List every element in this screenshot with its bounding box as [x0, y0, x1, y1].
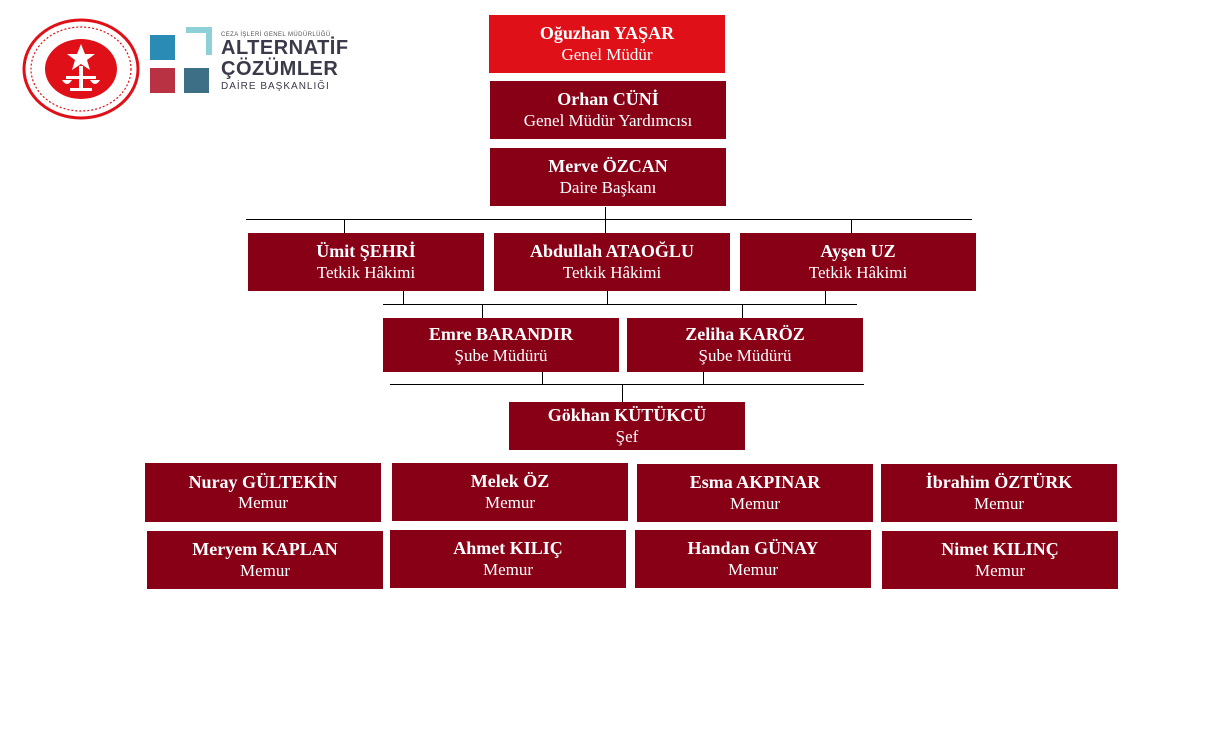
org-box-staff: İbrahim ÖZTÜRK Memur	[881, 464, 1117, 522]
connector-line	[542, 372, 543, 385]
org-box-staff: Nimet KILINÇ Memur	[882, 531, 1118, 589]
org-box-manager: Zeliha KARÖZ Şube Müdürü	[627, 318, 863, 372]
person-name: Oğuzhan YAŞAR	[539, 23, 675, 43]
brand-line3: DAİRE BAŞKANLIĞI	[221, 81, 330, 92]
person-name: Ümit ŞEHRİ	[316, 241, 416, 261]
person-title: Tetkik Hâkimi	[316, 262, 416, 282]
person-name: İbrahim ÖZTÜRK	[925, 472, 1073, 492]
org-box-judge: Ayşen UZ Tetkik Hâkimi	[740, 233, 976, 291]
connector-line	[605, 207, 606, 234]
connector-line	[825, 291, 826, 305]
connector-line	[383, 304, 857, 305]
person-title: Şube Müdürü	[698, 345, 792, 365]
person-title: Memur	[237, 493, 289, 513]
person-title: Memur	[239, 560, 291, 580]
person-title: Daire Başkanı	[559, 177, 657, 197]
org-box-staff: Handan GÜNAY Memur	[635, 530, 871, 588]
connector-line	[851, 219, 852, 233]
org-box-staff: Melek ÖZ Memur	[392, 463, 628, 521]
connector-line	[344, 219, 345, 233]
person-name: Nuray GÜLTEKİN	[188, 471, 338, 492]
connector-line	[482, 304, 483, 318]
person-title: Memur	[974, 560, 1026, 580]
brand-line2: ÇÖZÜMLER	[221, 58, 339, 80]
org-box-staff: Nuray GÜLTEKİN Memur	[145, 463, 381, 522]
person-name: Emre BARANDIR	[428, 324, 574, 344]
connector-line	[622, 384, 623, 402]
connector-line	[742, 304, 743, 318]
person-title: Şube Müdürü	[454, 345, 548, 365]
person-name: Orhan CÜNİ	[557, 89, 659, 109]
org-box-staff: Ahmet KILIÇ Memur	[390, 530, 626, 588]
person-title: Genel Müdür	[561, 44, 653, 64]
connector-line	[703, 372, 704, 385]
person-name: Melek ÖZ	[470, 471, 550, 491]
org-box-staff: Esma AKPINAR Memur	[637, 464, 873, 522]
person-name: Abdullah ATAOĞLU	[530, 241, 694, 261]
org-box-chief: Gökhan KÜTÜKCÜ Şef	[509, 402, 745, 450]
person-title: Memur	[729, 493, 781, 513]
brand-line1: ALTERNATİF	[221, 37, 349, 59]
org-box-head: Merve ÖZCAN Daire Başkanı	[490, 148, 726, 206]
person-title: Memur	[727, 559, 779, 579]
connector-line	[607, 291, 608, 305]
person-title: Memur	[482, 559, 534, 579]
connector-line	[246, 219, 972, 220]
connector-line	[403, 291, 404, 305]
person-name: Ayşen UZ	[820, 241, 896, 261]
person-title: Tetkik Hâkimi	[562, 262, 662, 282]
person-name: Meryem KAPLAN	[192, 539, 338, 559]
org-box-judge: Abdullah ATAOĞLU Tetkik Hâkimi	[494, 233, 730, 291]
person-name: Merve ÖZCAN	[548, 156, 668, 176]
person-name: Nimet KILINÇ	[941, 539, 1059, 559]
ministry-seal-logo	[22, 18, 140, 125]
connector-line	[390, 384, 864, 385]
person-title: Şef	[615, 426, 639, 446]
org-box-director: Oğuzhan YAŞAR Genel Müdür	[489, 15, 725, 73]
person-title: Tetkik Hâkimi	[808, 262, 908, 282]
brand-logo	[150, 25, 218, 102]
brand-small-text: CEZA İŞLERİ GENEL MÜDÜRLÜĞÜ	[221, 32, 331, 38]
person-name: Ahmet KILIÇ	[453, 538, 563, 558]
person-name: Esma AKPINAR	[689, 472, 821, 492]
person-title: Genel Müdür Yardımcısı	[523, 110, 693, 130]
person-name: Handan GÜNAY	[687, 538, 819, 558]
person-name: Gökhan KÜTÜKCÜ	[547, 405, 707, 425]
person-title: Memur	[484, 492, 536, 512]
org-box-deputy: Orhan CÜNİ Genel Müdür Yardımcısı	[490, 81, 726, 139]
org-box-judge: Ümit ŞEHRİ Tetkik Hâkimi	[248, 233, 484, 291]
org-box-manager: Emre BARANDIR Şube Müdürü	[383, 318, 619, 372]
person-name: Zeliha KARÖZ	[685, 324, 805, 344]
person-title: Memur	[973, 493, 1025, 513]
brand-wordmark: CEZA İŞLERİ GENEL MÜDÜRLÜĞÜ ALTERNATİF Ç…	[221, 32, 349, 92]
org-box-staff: Meryem KAPLAN Memur	[147, 531, 383, 589]
